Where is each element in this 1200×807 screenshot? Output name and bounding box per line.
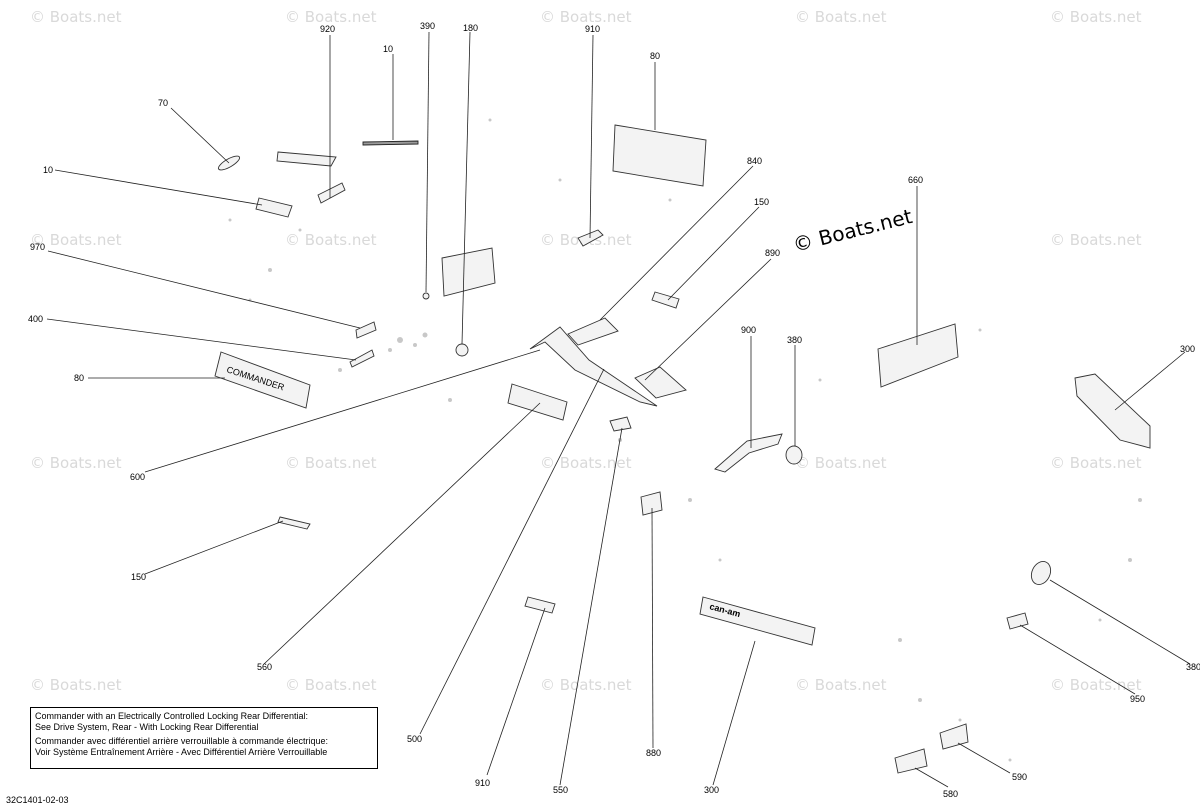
decal-380 — [785, 445, 803, 465]
callout-550: 550 — [553, 785, 568, 795]
decal-920-small — [317, 182, 346, 204]
watermark: © Boats.net — [1050, 454, 1142, 472]
decal-can-am — [699, 596, 816, 646]
callout-890: 890 — [765, 248, 780, 258]
decal-580 — [894, 748, 928, 774]
callout-970: 970 — [30, 242, 45, 252]
decal-180 — [455, 343, 469, 357]
callout-920: 920 — [320, 24, 335, 34]
differential-note-box: Commander with an Electrically Controlle… — [30, 707, 378, 769]
callout-560: 560 — [257, 662, 272, 672]
decal-10-badge — [255, 197, 293, 218]
callout-80: 80 — [74, 373, 84, 383]
decal-910-top — [577, 229, 604, 247]
decal-910-lower — [524, 596, 556, 614]
callout-150: 150 — [754, 197, 769, 207]
note-line: See Drive System, Rear - With Locking Re… — [35, 721, 259, 732]
decal-840 — [567, 317, 619, 346]
watermark: © Boats.net — [540, 454, 632, 472]
callout-950: 950 — [1130, 694, 1145, 704]
callout-380: 380 — [1186, 662, 1200, 672]
decal-parts: COMMANDER can-am — [214, 124, 1151, 774]
decal-150-top — [651, 291, 680, 309]
decal-380-lower — [1030, 561, 1052, 585]
decal-390-dot — [422, 292, 430, 300]
callout-910: 910 — [475, 778, 490, 788]
watermark: © Boats.net — [285, 676, 377, 694]
watermark-grid: © Boats.net © Boats.net © Boats.net © Bo… — [30, 8, 1142, 694]
decal-890 — [634, 366, 687, 399]
callout-880: 880 — [646, 748, 661, 758]
decal-390-panel — [441, 247, 496, 297]
callout-500: 500 — [407, 734, 422, 744]
decal-400 — [349, 349, 375, 368]
callout-590: 590 — [1012, 772, 1027, 782]
decal-500-tunnel — [529, 326, 658, 407]
watermark: © Boats.net — [30, 231, 122, 249]
decal-900 — [714, 433, 783, 473]
callout-910: 910 — [585, 24, 600, 34]
callout-390: 390 — [420, 21, 435, 31]
watermark: © Boats.net — [1050, 231, 1142, 249]
callout-150: 150 — [131, 572, 146, 582]
callout-600: 600 — [130, 472, 145, 482]
callout-660: 660 — [908, 175, 923, 185]
callout-580: 580 — [943, 789, 958, 799]
callout-400: 400 — [28, 314, 43, 324]
callout-80: 80 — [650, 51, 660, 61]
vehicle-ghost-outline — [228, 118, 1142, 762]
watermark: © Boats.net — [285, 8, 377, 26]
decal-590 — [939, 723, 969, 750]
watermark: © Boats.net — [540, 8, 632, 26]
watermark: © Boats.net — [795, 454, 887, 472]
callout-labels: 920 10 390 180 910 80 70 10 840 150 660 … — [28, 21, 1200, 799]
decal-80-panel — [612, 124, 707, 187]
callout-180: 180 — [463, 23, 478, 33]
decal-80-commander — [214, 351, 311, 409]
watermark: © Boats.net — [540, 676, 632, 694]
decal-600 — [507, 383, 568, 421]
decal-660 — [877, 323, 959, 388]
watermark: © Boats.net — [1050, 676, 1142, 694]
decal-880 — [640, 491, 663, 516]
decal-970 — [355, 321, 377, 339]
decal-150-lower — [277, 516, 311, 530]
note-line: Commander avec différentiel arrière verr… — [35, 736, 328, 746]
decal-550 — [609, 416, 632, 432]
callout-380: 380 — [787, 335, 802, 345]
decal-10-bar — [362, 140, 419, 146]
watermark: © Boats.net — [30, 8, 122, 26]
watermark: © Boats.net — [285, 454, 377, 472]
watermark: © Boats.net — [795, 676, 887, 694]
note-line: Voir Système Entraînement Arrière - Avec… — [35, 746, 328, 757]
decal-920-strip — [276, 151, 337, 167]
callout-10: 10 — [383, 44, 393, 54]
watermark: © Boats.net — [1050, 8, 1142, 26]
callout-300: 300 — [704, 785, 719, 795]
watermark: © Boats.net — [30, 454, 122, 472]
callout-900: 900 — [741, 325, 756, 335]
main-watermark: © Boats.net — [790, 204, 914, 257]
decal-300-right — [1074, 373, 1151, 449]
watermark: © Boats.net — [795, 8, 887, 26]
watermark: © Boats.net — [30, 676, 122, 694]
callout-70: 70 — [158, 98, 168, 108]
callout-10: 10 — [43, 165, 53, 175]
decal-950 — [1006, 612, 1029, 630]
watermark: © Boats.net — [285, 231, 377, 249]
leader-lines — [46, 31, 1191, 788]
callout-840: 840 — [747, 156, 762, 166]
note-line: Commander with an Electrically Controlle… — [35, 711, 308, 721]
callout-300: 300 — [1180, 344, 1195, 354]
diagram-reference-code: 32C1401-02-03 — [6, 795, 69, 805]
